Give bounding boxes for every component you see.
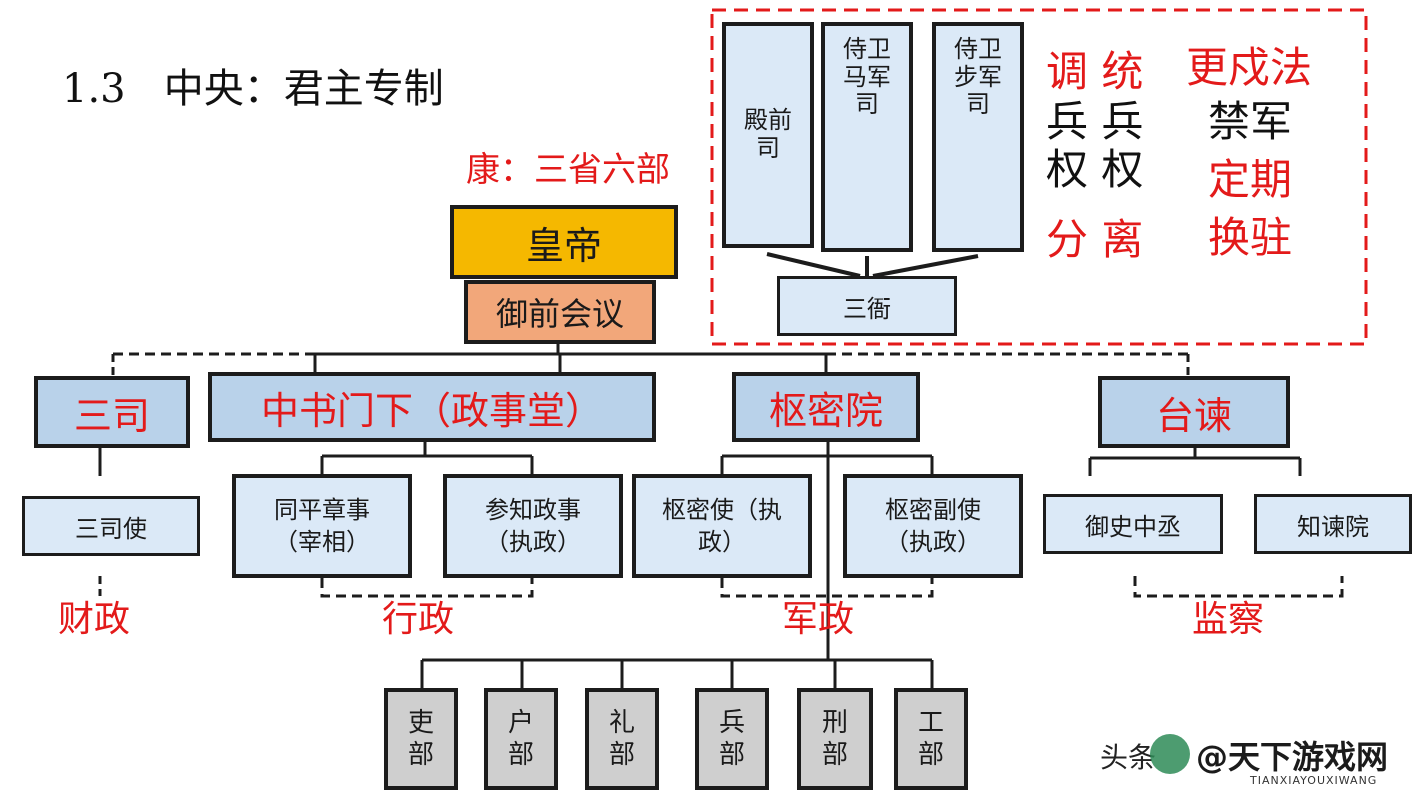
shumi-label: 枢密院 — [768, 388, 883, 433]
overlay-caption: 康：三省六部 — [466, 150, 670, 190]
buju-label: 侍卫 步军 司 — [954, 35, 1002, 119]
dianqian-label: 殿前 司 — [744, 106, 792, 162]
emperor-box: 皇帝 — [450, 205, 678, 279]
policy-quanquan: 权 权 — [1046, 145, 1144, 194]
council-box: 御前会议 — [464, 280, 656, 344]
shumishi-box: 枢密使（执 政） — [632, 474, 812, 578]
shumifu-label: 枢密副使 （执政） — [885, 495, 981, 556]
ministry-bing-label: 兵 部 — [718, 707, 745, 771]
sansi-box: 三司 — [34, 376, 190, 448]
sansi-label: 三司 — [73, 393, 150, 438]
policy-tiaobing: 调 统 — [1046, 47, 1144, 96]
policy-fenli: 分 离 — [1046, 215, 1144, 264]
watermark-prefix: 头条 — [1100, 741, 1157, 774]
zhongshu-label: 中书门下（政事堂） — [260, 388, 603, 433]
zhongshu-box: 中书门下（政事堂） — [208, 372, 656, 442]
ministry-hu-label: 户 部 — [507, 707, 534, 771]
watermark-logo-icon — [1150, 734, 1190, 774]
zhijian-label: 知谏院 — [1297, 512, 1369, 541]
yushi-label: 御史中丞 — [1085, 512, 1181, 541]
zhijian-box: 知谏院 — [1254, 494, 1412, 554]
function-caizheng: 财政 — [58, 599, 131, 640]
sanya-box: 三衙 — [777, 276, 957, 336]
taijian-box: 台谏 — [1098, 376, 1290, 448]
sansishi-box: 三司使 — [22, 496, 200, 556]
mabu-box: 侍卫 马军 司 — [821, 22, 913, 252]
policy-bingbing: 兵 兵 — [1046, 97, 1144, 146]
taijian-label: 台谏 — [1155, 393, 1232, 438]
tongping-label: 同平章事 （宰相） — [274, 495, 370, 556]
yushi-box: 御史中丞 — [1043, 494, 1223, 554]
emperor-label: 皇帝 — [525, 223, 602, 268]
ministry-gong-label: 工 部 — [917, 707, 944, 771]
ministry-bing: 兵 部 — [695, 688, 769, 790]
canzhi-label: 参知政事 （执政） — [485, 495, 581, 556]
ministry-xing-label: 刑 部 — [821, 707, 848, 771]
ministry-li: 吏 部 — [384, 688, 458, 790]
sansishi-label: 三司使 — [75, 514, 147, 543]
watermark-brand: @天下游戏网 — [1196, 738, 1389, 776]
ministry-li-label: 吏 部 — [407, 707, 434, 771]
policy-huanzhu: 换驻 — [1208, 213, 1293, 262]
function-xingzheng: 行政 — [382, 599, 455, 640]
sanya-label: 三衙 — [843, 294, 891, 323]
shumi-box: 枢密院 — [732, 372, 920, 442]
watermark-pinyin: TIANXIAYOUXIWANG — [1250, 774, 1378, 787]
policy-dingqi: 定期 — [1208, 155, 1293, 204]
mabu-label: 侍卫 马军 司 — [843, 35, 891, 119]
function-junzheng: 军政 — [782, 599, 855, 640]
slide-title: 1.3 中央：君主专制 — [62, 66, 444, 112]
council-label: 御前会议 — [495, 295, 624, 333]
tongping-box: 同平章事 （宰相） — [232, 474, 412, 578]
dianqian-box: 殿前 司 — [722, 22, 814, 248]
ministry-lili-label: 礼 部 — [608, 707, 635, 771]
shumifu-box: 枢密副使 （执政） — [843, 474, 1023, 578]
buju-box: 侍卫 步军 司 — [932, 22, 1024, 252]
ministry-hu: 户 部 — [484, 688, 558, 790]
watermark: 头条 @天下游戏网 TIANXIAYOUXIWANG — [1100, 730, 1416, 794]
policy-gengshufa: 更戍法 — [1186, 43, 1313, 92]
ministry-gong: 工 部 — [894, 688, 968, 790]
ministry-lili: 礼 部 — [585, 688, 659, 790]
function-jiancha: 监察 — [1192, 599, 1265, 640]
canzhi-box: 参知政事 （执政） — [443, 474, 623, 578]
policy-jinjun: 禁军 — [1208, 97, 1293, 146]
ministry-xing: 刑 部 — [797, 688, 873, 790]
shumishi-label: 枢密使（执 政） — [662, 495, 782, 556]
